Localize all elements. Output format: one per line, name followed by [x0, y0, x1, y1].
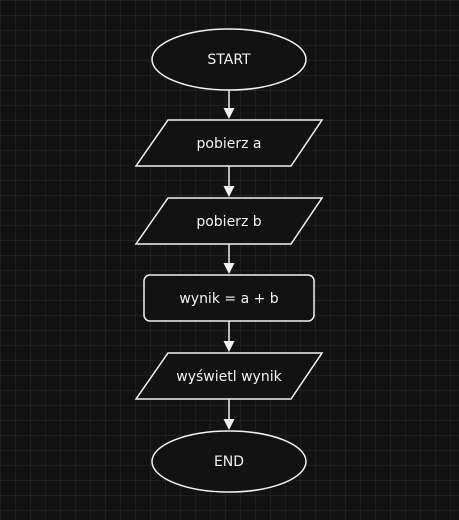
edges	[223, 89, 235, 430]
node-start-label: START	[207, 52, 251, 68]
node-end[interactable]: END	[151, 430, 307, 493]
node-compute-label: wynik = a + b	[179, 291, 278, 307]
node-end-label: END	[214, 454, 244, 470]
node-input-a-label: pobierz a	[197, 136, 262, 152]
edge-start-to-input-a	[223, 89, 235, 119]
node-compute[interactable]: wynik = a + b	[143, 274, 315, 322]
edge-input-b-to-compute	[223, 244, 235, 274]
edge-output-to-end	[223, 399, 235, 430]
node-input-b[interactable]: pobierz b	[134, 197, 324, 245]
edge-input-a-to-input-b	[223, 166, 235, 197]
node-start[interactable]: START	[151, 28, 307, 91]
edge-compute-to-output	[223, 321, 235, 352]
node-input-b-label: pobierz b	[196, 214, 261, 230]
node-output[interactable]: wyświetl wynik	[134, 352, 324, 400]
node-input-a[interactable]: pobierz a	[134, 119, 324, 167]
node-output-label: wyświetl wynik	[176, 369, 282, 385]
